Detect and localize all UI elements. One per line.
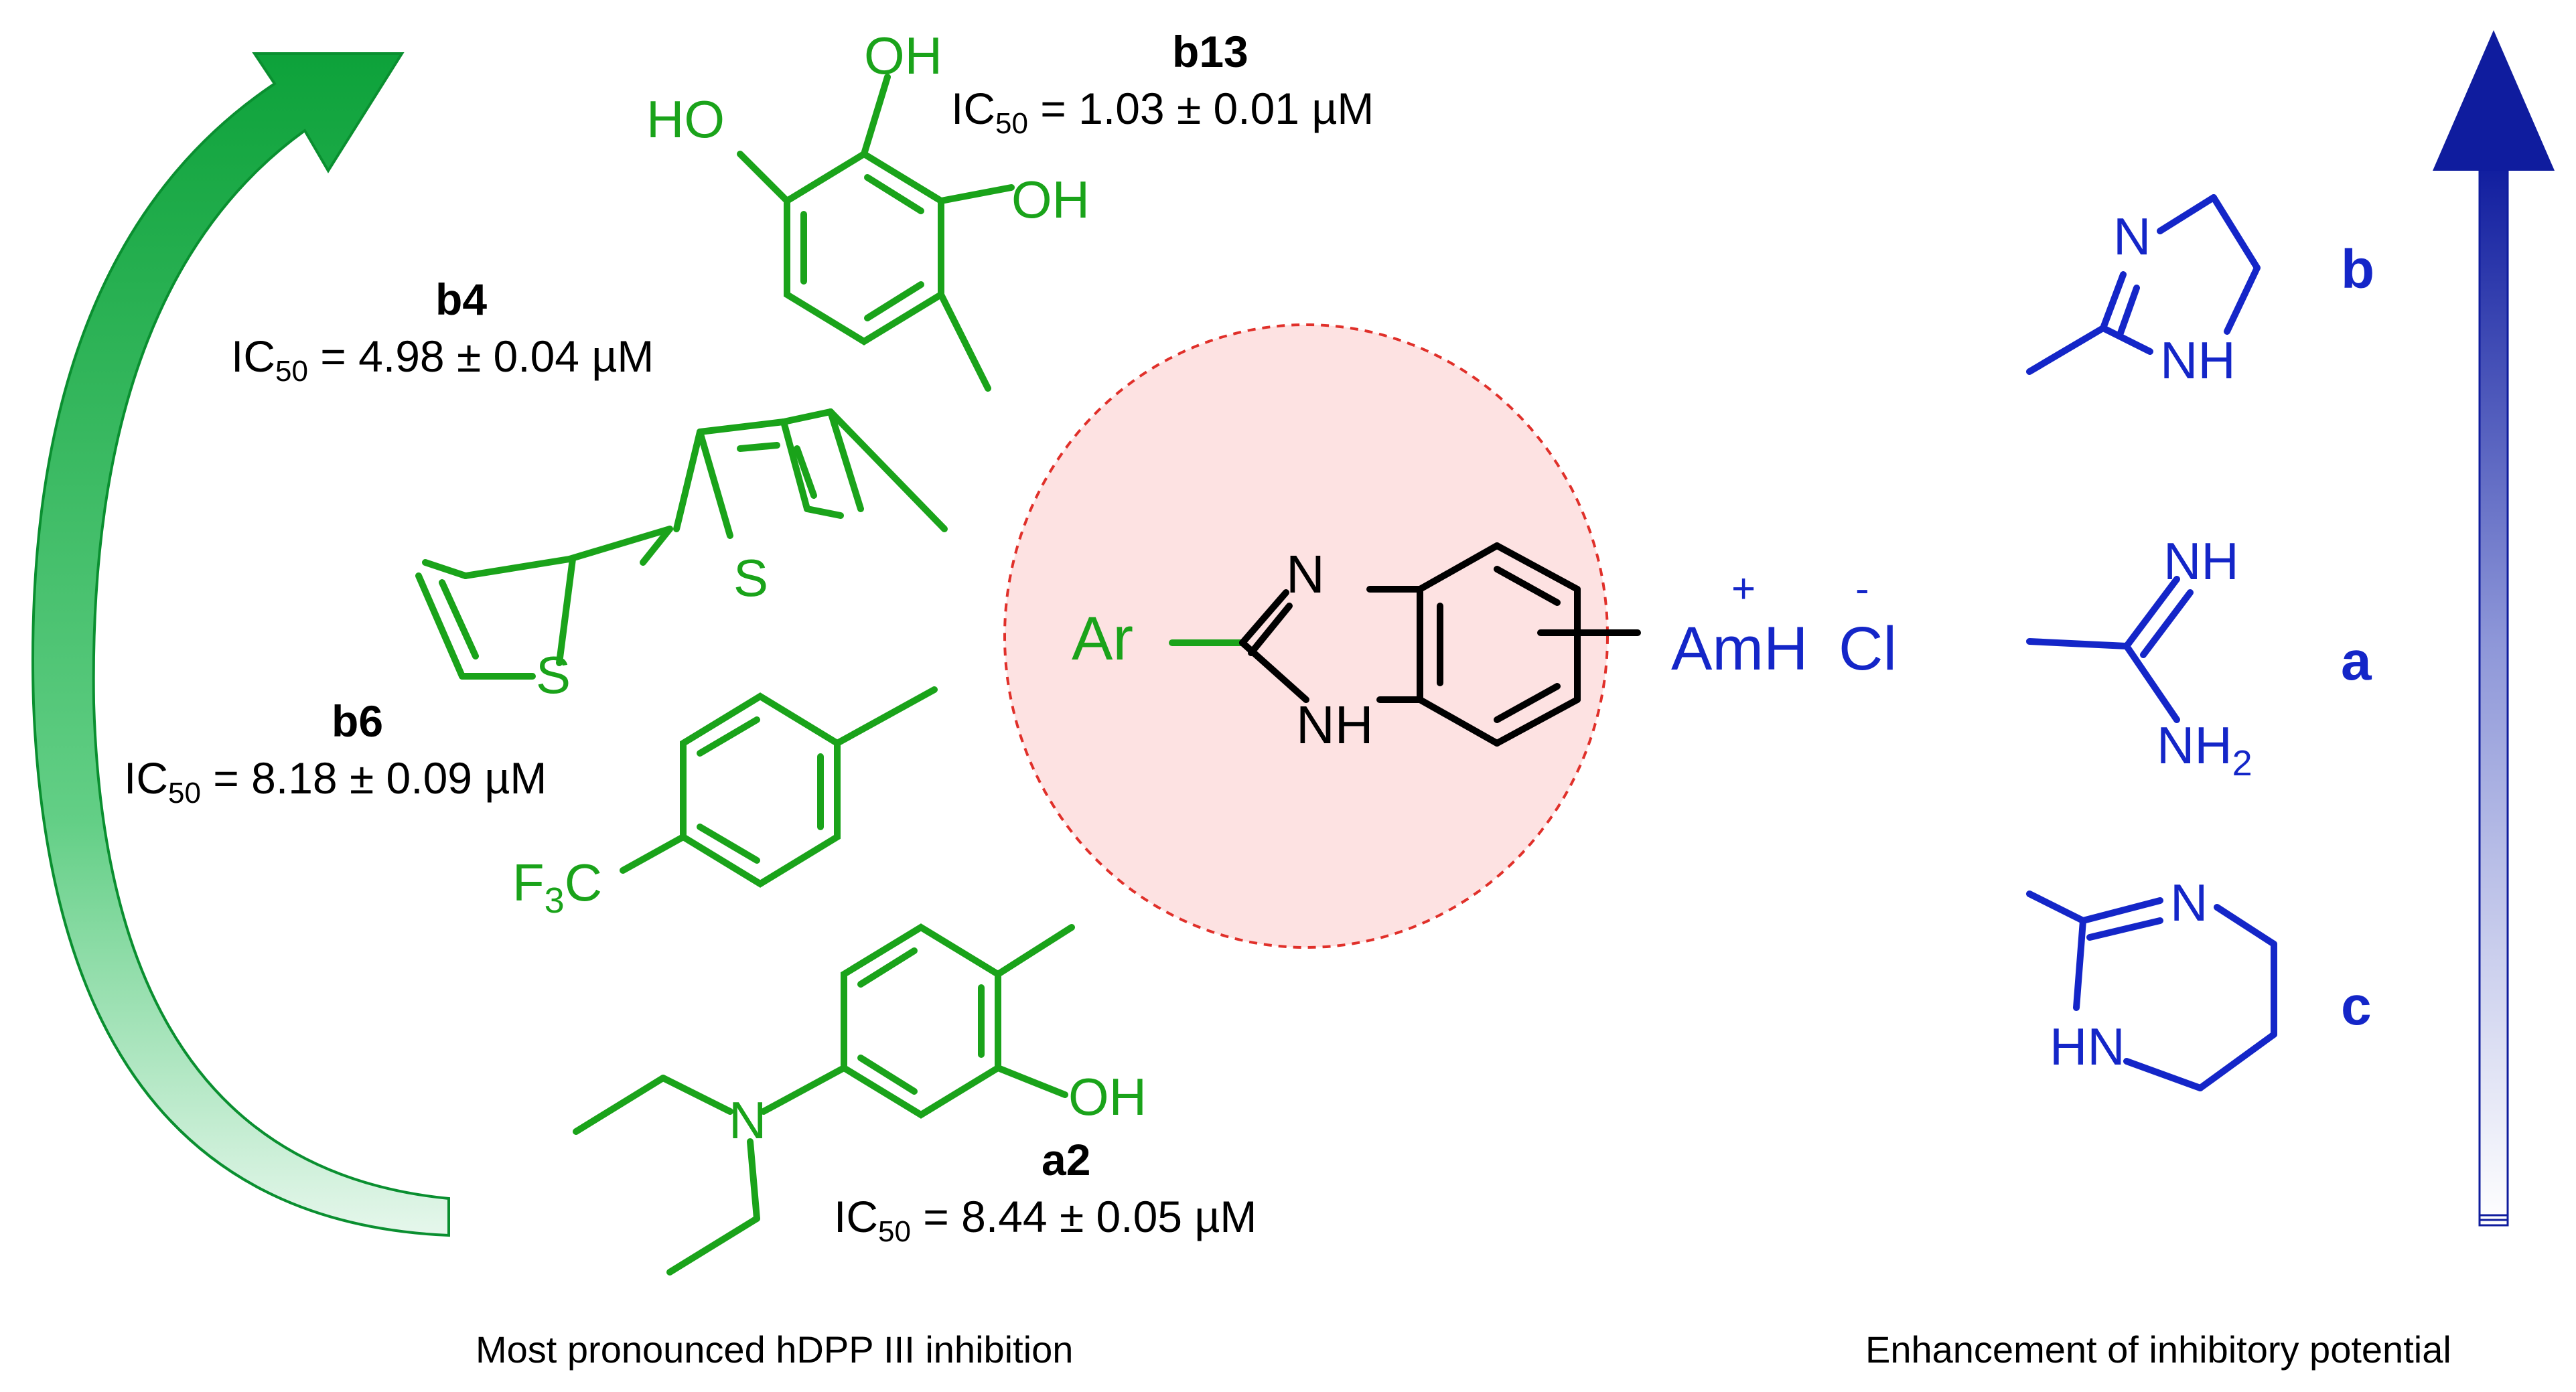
caption-right: Enhancement of inhibitory potential xyxy=(1865,1328,2451,1371)
b13-oh-right: OH xyxy=(1011,170,1090,229)
b4-structure xyxy=(415,408,948,680)
b13-ic50: IC50 = 1.03 ± 0.01 µM xyxy=(951,84,1374,140)
core-ar-label: Ar xyxy=(1072,605,1133,673)
caption-left: Most pronounced hDPP III inhibition xyxy=(476,1328,1073,1371)
amidine-c-n: N xyxy=(2170,873,2208,932)
core-cl-label: Cl xyxy=(1839,615,1897,683)
a2-oh: OH xyxy=(1068,1067,1147,1126)
b13-ho: HO xyxy=(646,90,725,149)
b6-ic50: IC50 = 8.18 ± 0.09 µM xyxy=(124,753,547,809)
core-amh-label: AmH xyxy=(1671,615,1808,683)
b4-sulfur-left: S xyxy=(536,645,571,704)
b4-ic50: IC50 = 4.98 ± 0.04 µM xyxy=(231,331,654,388)
b6-f3c-label: F3C xyxy=(512,853,602,921)
b4-name: b4 xyxy=(435,275,487,324)
amidine-b-structure xyxy=(2026,194,2261,375)
core-n-atom: N xyxy=(1286,544,1325,604)
amidine-c-hn: HN xyxy=(2050,1017,2125,1076)
amidine-a-nh2: NH2 xyxy=(2157,716,2252,783)
amidine-b-label: b xyxy=(2341,239,2374,300)
a2-name: a2 xyxy=(1042,1135,1090,1184)
b4-sulfur-right: S xyxy=(733,548,768,607)
amidine-b-nh: NH xyxy=(2160,331,2236,390)
a2-ic50: IC50 = 8.44 ± 0.05 µM xyxy=(834,1192,1257,1248)
a2-amine-n: N xyxy=(729,1091,766,1150)
amidine-a-label: a xyxy=(2341,631,2372,692)
amidine-b-n: N xyxy=(2113,207,2151,266)
b6-structure xyxy=(620,686,938,888)
amidine-a-nh: NH xyxy=(2163,532,2239,591)
b13-structure xyxy=(737,74,1015,392)
curved-progress-arrow xyxy=(31,52,450,1237)
core-minus-sign: - xyxy=(1855,566,1869,612)
b13-name: b13 xyxy=(1172,27,1248,76)
amidine-c-label: c xyxy=(2341,976,2372,1036)
benzimidazole-core xyxy=(1169,542,1641,747)
core-plus-sign: + xyxy=(1731,566,1756,612)
a2-structure xyxy=(573,923,1075,1275)
amidine-a-structure xyxy=(2026,576,2194,723)
amidine-c-structure xyxy=(2026,891,2277,1091)
core-nh-atom: NH xyxy=(1296,695,1374,755)
b6-name: b6 xyxy=(332,696,383,746)
b13-oh-top: OH xyxy=(864,26,942,85)
vertical-potential-arrow xyxy=(2433,30,2555,1227)
